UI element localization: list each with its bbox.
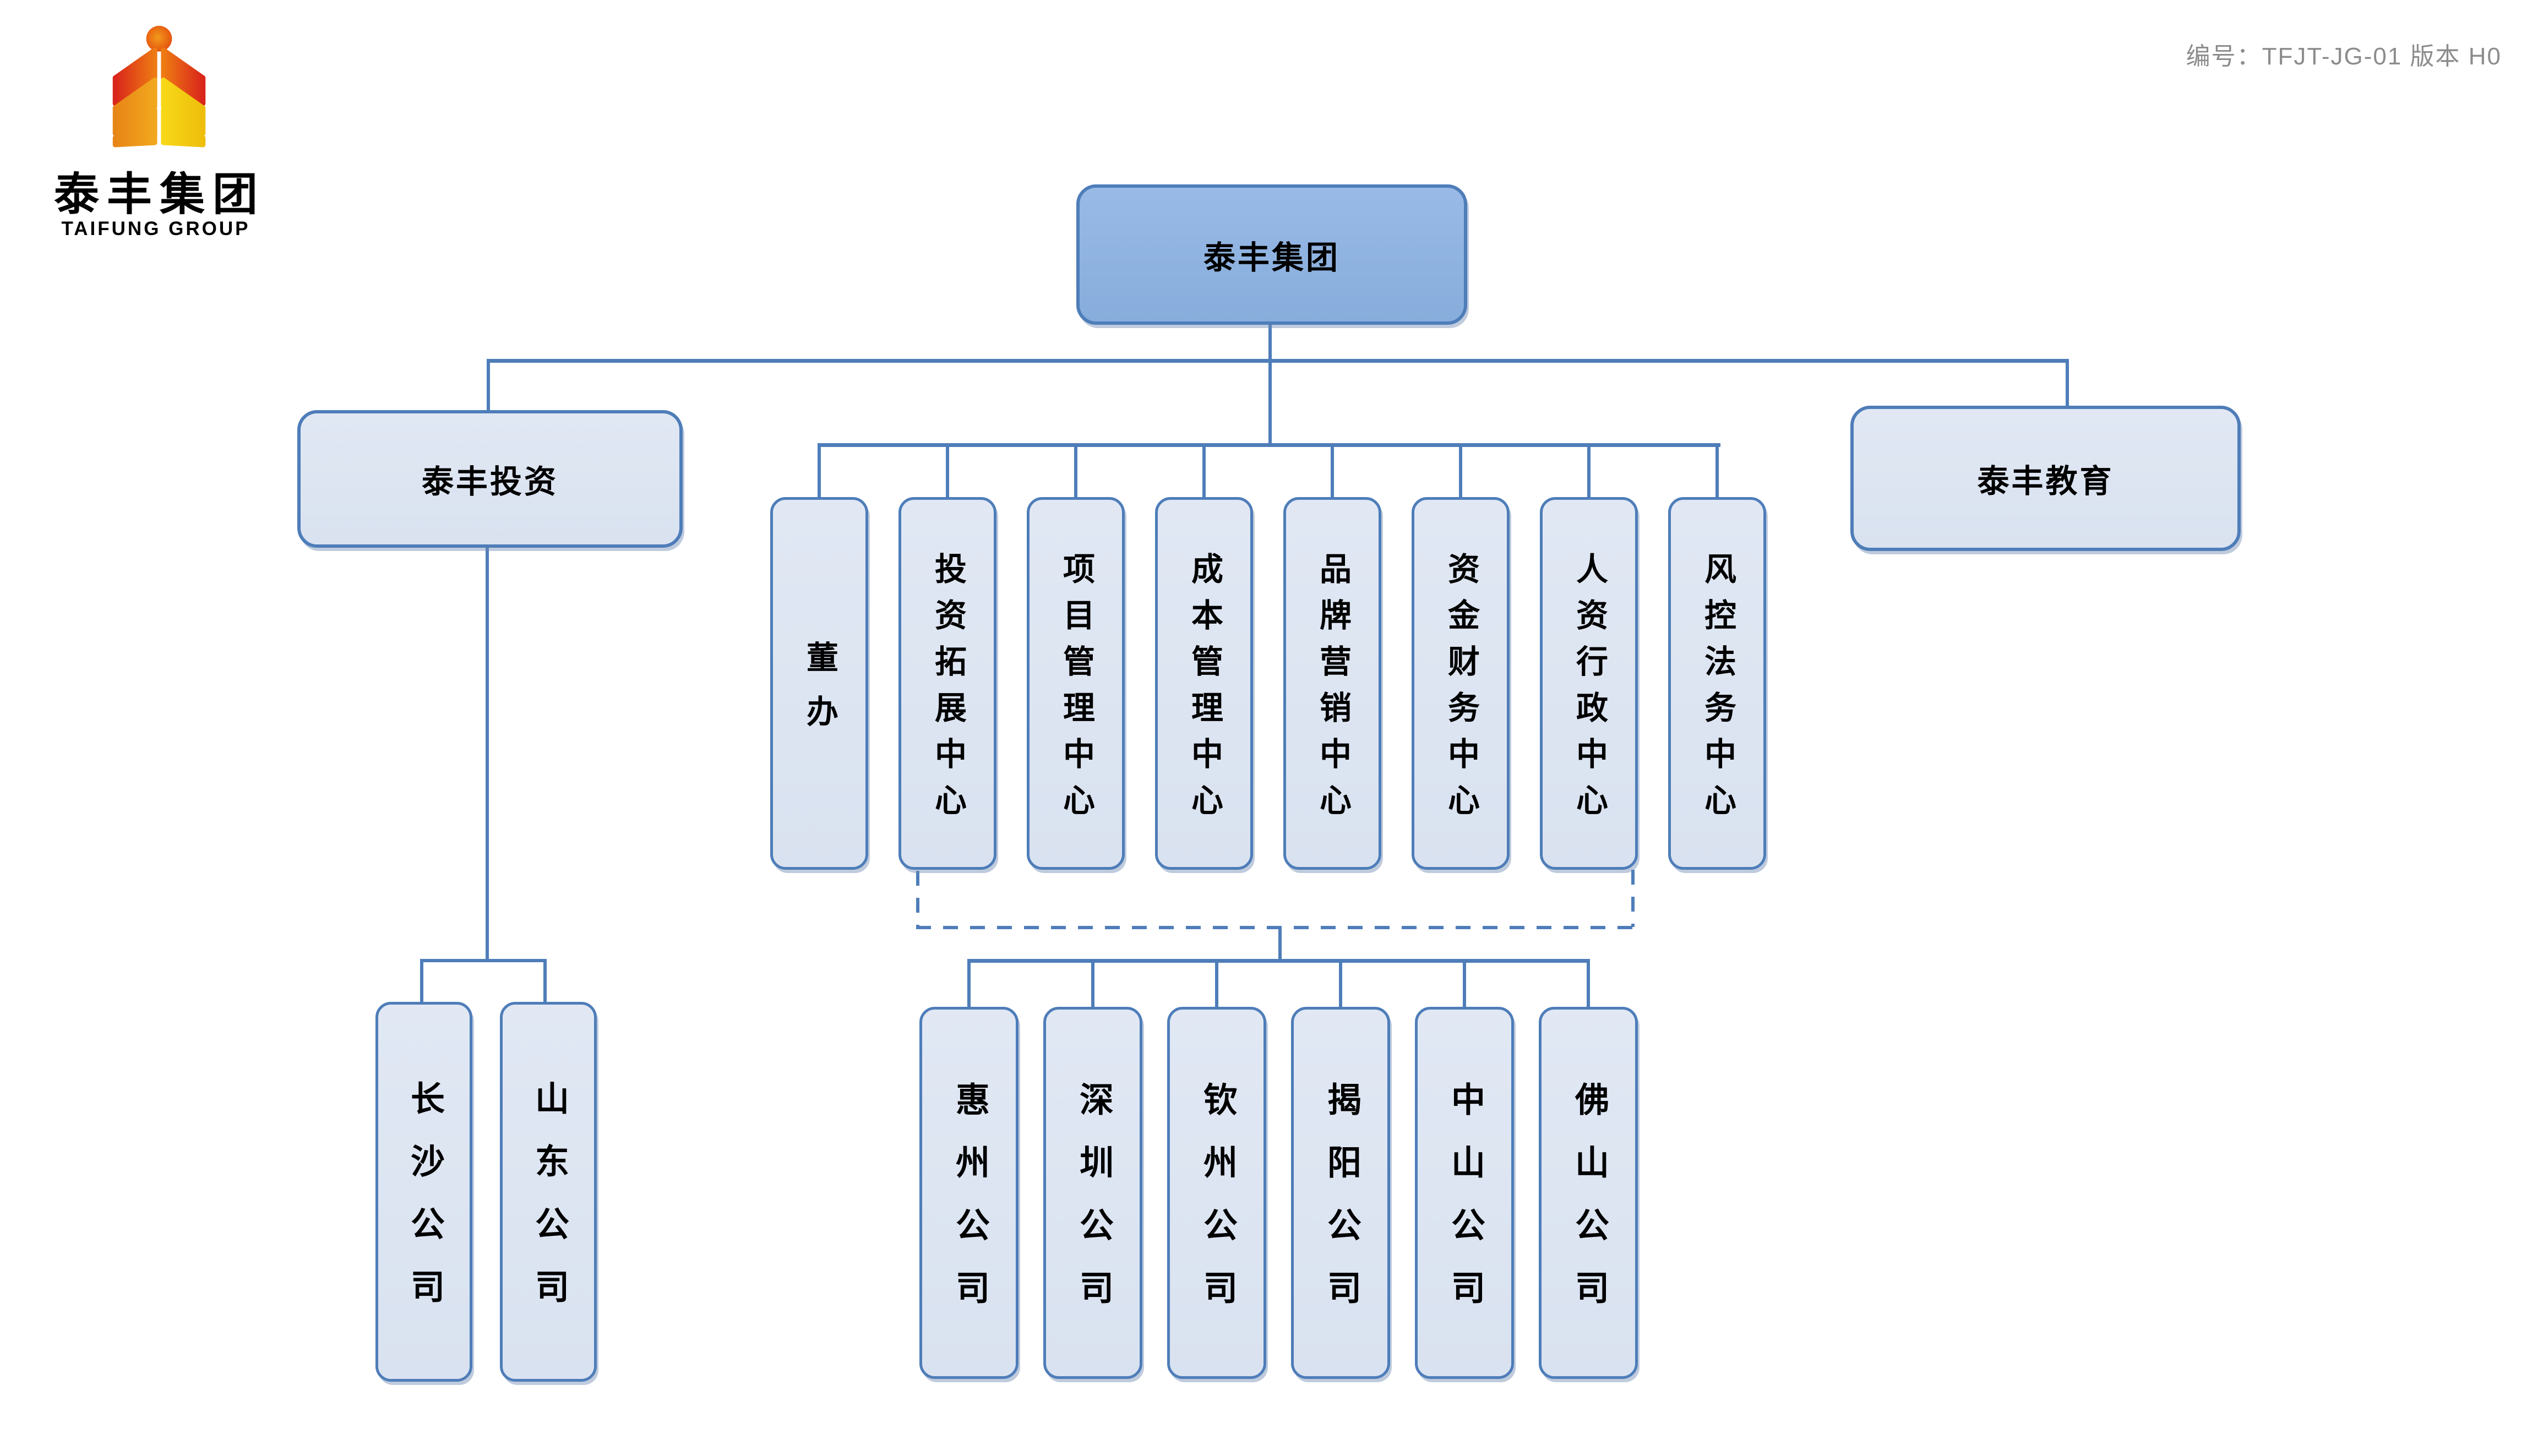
org-box-center-cost-management: 成本管理中心	[1155, 497, 1253, 870]
connector-drop-changsha	[420, 959, 423, 1004]
connector-drop-center-5	[1331, 443, 1334, 498]
org-box-center-hr-admin: 人资行政中心	[1540, 497, 1638, 870]
connector-drop-education	[2066, 359, 2069, 407]
connector-drop-center-8	[1715, 443, 1719, 498]
org-box-center-project-management-label: 项目管理中心	[1058, 552, 1094, 830]
org-box-center-hr-admin-label: 人资行政中心	[1571, 552, 1607, 830]
connector-level1-bar	[487, 359, 2069, 363]
org-box-center-finance-label: 资金财务中心	[1443, 552, 1479, 830]
connector-drop-shenzhen	[1091, 959, 1094, 1008]
org-box-center-risk-legal: 风控法务中心	[1668, 497, 1766, 870]
connector-drop-qinzhou	[1215, 959, 1218, 1008]
connector-drop-center-4	[1202, 443, 1206, 498]
org-box-center-dongban-label: 董办	[802, 640, 837, 749]
connector-drop-foshan	[1587, 959, 1590, 1008]
org-box-qinzhou-company: 钦州公司	[1167, 1007, 1266, 1379]
connector-centers-bar	[818, 443, 1720, 447]
logo-company-name-cn: 泰丰集团	[53, 170, 265, 220]
connector-invest-bar	[420, 959, 547, 962]
connector-drop-center-3	[1074, 443, 1077, 498]
org-box-invest: 泰丰投资	[297, 410, 683, 548]
org-box-zhongshan-company-label: 中山公司	[1446, 1082, 1484, 1333]
org-box-shandong-company-label: 山东公司	[530, 1081, 568, 1332]
connector-centers-stem	[1268, 359, 1272, 446]
org-box-root-label: 泰丰集团	[1203, 239, 1340, 276]
org-box-invest-label: 泰丰投资	[421, 464, 558, 500]
dashed-connector-right	[1631, 870, 1635, 927]
org-box-center-risk-legal-label: 风控法务中心	[1700, 552, 1735, 830]
org-box-center-investment-expansion: 投资拓展中心	[898, 497, 996, 870]
org-box-changsha-company-label: 长沙公司	[405, 1081, 443, 1332]
dashed-connector-left	[916, 871, 919, 927]
org-box-jieyang-company-label: 揭阳公司	[1322, 1082, 1360, 1333]
org-box-root: 泰丰集团	[1076, 184, 1467, 325]
org-box-center-cost-management-label: 成本管理中心	[1186, 552, 1222, 830]
connector-drop-shandong	[543, 959, 547, 1004]
org-box-education: 泰丰教育	[1850, 406, 2241, 551]
connector-drop-zhongshan	[1463, 959, 1466, 1008]
connector-regional-stem	[1278, 926, 1282, 960]
connector-regional-bar	[967, 959, 1590, 963]
org-box-education-label: 泰丰教育	[1977, 463, 2114, 499]
org-box-center-brand-marketing-label: 品牌营销中心	[1315, 552, 1350, 830]
org-box-huizhou-company-label: 惠州公司	[950, 1082, 988, 1333]
connector-drop-center-7	[1587, 443, 1591, 498]
connector-drop-center-1	[818, 443, 821, 498]
org-box-foshan-company: 佛山公司	[1539, 1007, 1638, 1379]
org-box-shenzhen-company-label: 深圳公司	[1074, 1082, 1112, 1333]
taifung-wheat-emblem-icon	[112, 25, 206, 148]
org-box-huizhou-company: 惠州公司	[919, 1007, 1019, 1379]
org-box-jieyang-company: 揭阳公司	[1291, 1007, 1390, 1379]
connector-root-stem	[1268, 324, 1272, 361]
org-box-center-dongban: 董办	[770, 497, 868, 870]
connector-drop-center-6	[1459, 443, 1462, 498]
connector-invest-stem	[486, 547, 489, 960]
document-reference-number: 编号：TFJT-JG-01 版本 H0	[2186, 43, 2502, 70]
org-box-changsha-company: 长沙公司	[375, 1002, 472, 1382]
org-box-shenzhen-company: 深圳公司	[1043, 1007, 1142, 1379]
org-box-zhongshan-company: 中山公司	[1415, 1007, 1514, 1379]
connector-drop-invest	[487, 359, 490, 411]
org-box-center-project-management: 项目管理中心	[1027, 497, 1125, 870]
connector-drop-jieyang	[1339, 959, 1342, 1008]
org-box-center-brand-marketing: 品牌营销中心	[1283, 497, 1381, 870]
org-box-shandong-company: 山东公司	[500, 1002, 597, 1382]
org-box-center-finance: 资金财务中心	[1412, 497, 1510, 870]
connector-drop-center-2	[946, 443, 949, 498]
org-box-foshan-company-label: 佛山公司	[1570, 1082, 1608, 1333]
org-box-center-investment-expansion-label: 投资拓展中心	[930, 552, 966, 830]
logo-company-name-en: TAIFUNG GROUP	[61, 218, 250, 239]
dashed-connector-bar	[916, 926, 1635, 929]
org-box-qinzhou-company-label: 钦州公司	[1198, 1082, 1236, 1333]
connector-drop-huizhou	[967, 959, 971, 1008]
